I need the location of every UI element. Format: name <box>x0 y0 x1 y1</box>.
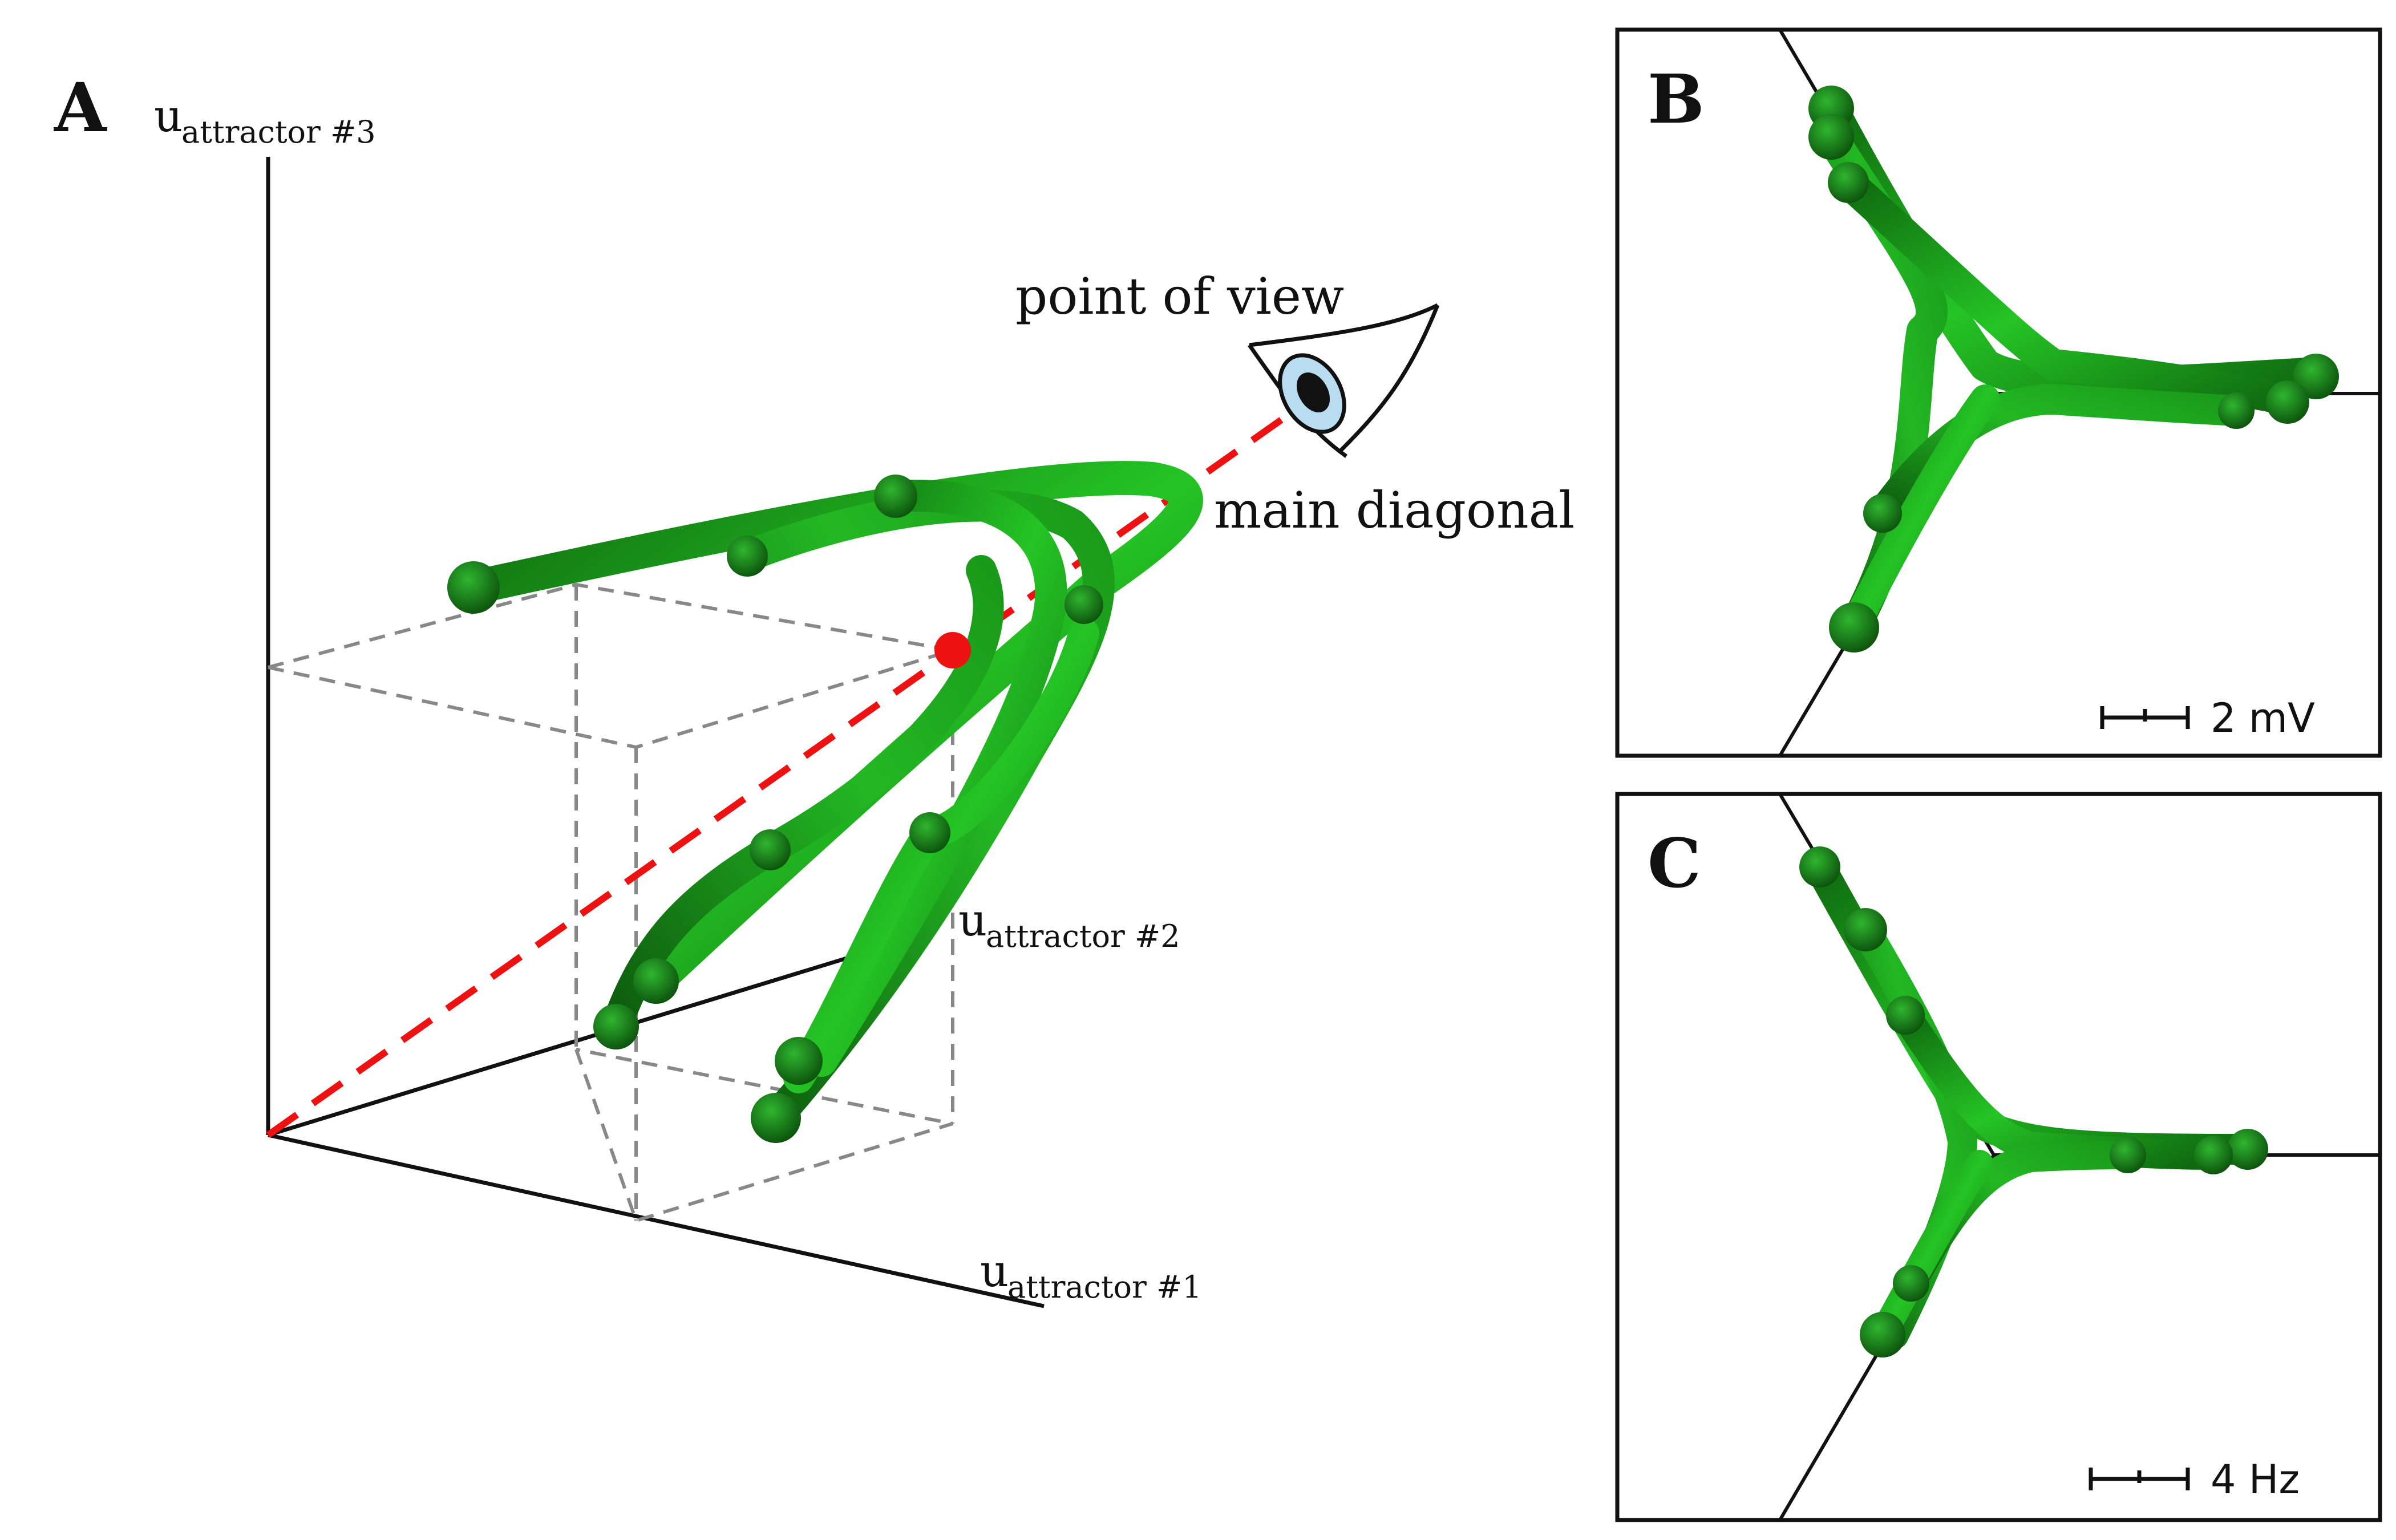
diagonal-point <box>934 632 971 668</box>
svg-text:attractor #1: attractor #1 <box>1007 1269 1202 1305</box>
z-axis-label: u attractor #3 <box>154 91 376 150</box>
y-axis-line <box>267 933 922 1137</box>
point-of-view-label: point of view <box>1015 267 1344 326</box>
main-diagonal-label: main diagonal <box>1214 481 1575 540</box>
panel-c-scale-label: 4 Hz <box>2211 1456 2300 1503</box>
svg-text:u: u <box>154 91 183 142</box>
trajectories-3d <box>456 461 1203 1134</box>
main-diagonal-line <box>266 399 1309 1138</box>
svg-text:u: u <box>958 895 987 946</box>
panel-a: A u attractor #3 u attractor #2 u attrac… <box>54 68 1575 1308</box>
eye-icon <box>1248 303 1440 458</box>
y-axis-label: u attractor #2 <box>958 895 1180 954</box>
panel-c-endpoints <box>1799 846 2268 1357</box>
x-axis-line <box>268 1133 1045 1308</box>
x-axis-label: u attractor #1 <box>980 1246 1202 1305</box>
panel-a-letter: A <box>54 68 107 147</box>
panel-b: B 2 mV <box>1615 27 2382 758</box>
panel-c-letter: C <box>1648 824 1701 903</box>
unit-box <box>268 582 954 1223</box>
svg-text:attractor #3: attractor #3 <box>181 114 376 150</box>
svg-text:u: u <box>980 1246 1009 1297</box>
panel-b-endpoints <box>1808 86 2339 653</box>
panel-c: C 4 Hz <box>1615 792 2382 1522</box>
panel-b-scale-label: 2 mV <box>2211 695 2315 741</box>
panel-c-scale-bar <box>2089 1468 2190 1490</box>
panel-b-letter: B <box>1648 59 1705 139</box>
axes-3d <box>266 157 1045 1308</box>
svg-text:attractor #2: attractor #2 <box>986 918 1180 954</box>
trajectory-endpoints-3d <box>447 475 1103 1143</box>
panel-b-scale-bar <box>2100 706 2190 729</box>
